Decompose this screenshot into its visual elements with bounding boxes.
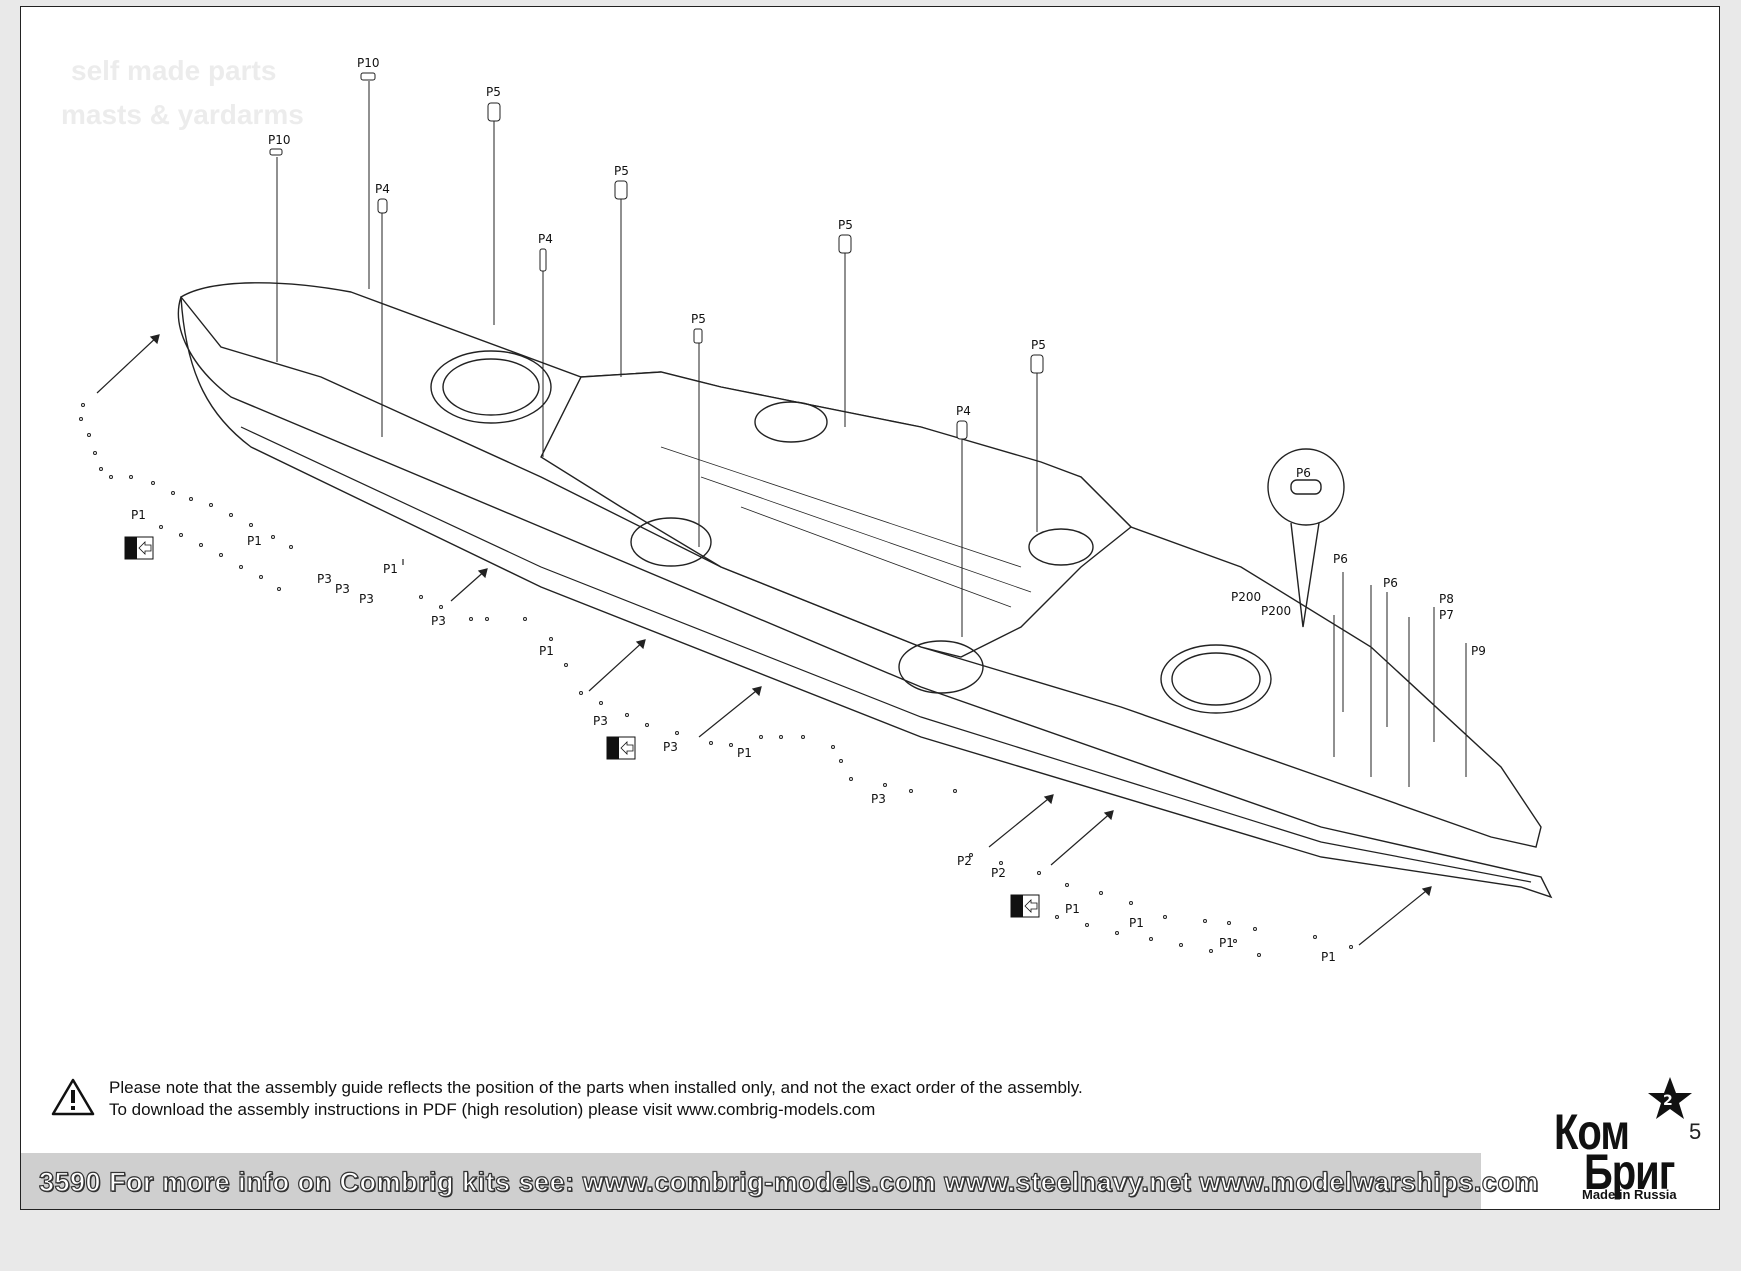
side-view-marker-icon (124, 536, 154, 560)
ghost-text-line1: self made parts (71, 55, 277, 86)
label-p1-f: P1 (1065, 902, 1080, 916)
label-p1-h: P1 (1219, 936, 1234, 950)
instruction-sheet: self made parts masts & yardarms (20, 6, 1720, 1210)
label-p6-b: P6 (1383, 576, 1398, 590)
label-p3-e: P3 (593, 714, 608, 728)
label-p1-d: P1 (539, 644, 554, 658)
label-p1-e: P1 (737, 746, 752, 760)
label-p5-b: P5 (614, 164, 629, 178)
footer-bar: 3590 For more info on Combrig kits see: … (21, 1153, 1539, 1209)
part-glyphs (269, 72, 1044, 440)
small-parts-dots (79, 403, 1353, 957)
logo-line-1: Ком (1554, 1105, 1630, 1161)
label-p4-a: P4 (375, 182, 390, 196)
label-p10-b: P10 (268, 133, 291, 147)
fore-barbette-inner (442, 358, 540, 416)
label-p5-e: P5 (1031, 338, 1046, 352)
ghost-text-line2: masts & yardarms (61, 99, 304, 130)
label-p1-i: P1 (1321, 950, 1336, 964)
label-p200-b: P200 (1261, 604, 1291, 618)
label-p3-d: P3 (431, 614, 446, 628)
p6-callout-balloon (1267, 448, 1345, 526)
svg-text:2: 2 (1663, 1093, 1673, 1109)
leader-lines (276, 81, 1467, 787)
placement-arrows (96, 334, 1432, 946)
aft-barbette-inner (1171, 652, 1261, 706)
label-p3-b: P3 (335, 582, 350, 596)
label-p9: P9 (1471, 644, 1486, 658)
label-p6-callout: P6 (1296, 466, 1311, 480)
wing-barbette-1 (898, 640, 984, 694)
label-p8: P8 (1439, 592, 1454, 606)
label-p5-c: P5 (691, 312, 706, 326)
star-icon: 2 (1648, 1077, 1692, 1119)
label-p4-c: P4 (956, 404, 971, 418)
waterline (240, 426, 1532, 883)
p6-callout-pointer (1290, 522, 1320, 628)
label-p3-c: P3 (359, 592, 374, 606)
label-p5-d: P5 (838, 218, 853, 232)
wing-barbette-3 (754, 401, 828, 443)
label-p3-g: P3 (871, 792, 886, 806)
label-p3-f: P3 (663, 740, 678, 754)
note-text: Please note that the assembly guide refl… (109, 1077, 1083, 1121)
label-p1-c: P1 (383, 562, 398, 576)
footer-text: 3590 For more info on Combrig kits see: … (38, 1166, 1539, 1197)
label-p1-g: P1 (1129, 916, 1144, 930)
hull-outline (177, 282, 1553, 899)
label-p4-b: P4 (538, 232, 553, 246)
label-p6-a: P6 (1333, 552, 1348, 566)
logo-made-in: Made in Russia (1582, 1187, 1677, 1202)
assembly-note: Please note that the assembly guide refl… (51, 1077, 1251, 1121)
fore-barbette (430, 350, 552, 424)
combrig-logo: 2 Ком Бриг Made in Russia (1526, 1075, 1706, 1205)
note-line-1: Please note that the assembly guide refl… (109, 1078, 1083, 1097)
side-view-marker-icon (1010, 894, 1040, 918)
p6-callout-part (1290, 479, 1322, 495)
aft-barbette (1160, 644, 1272, 714)
side-view-marker-icon (606, 736, 636, 760)
hull-side (177, 296, 1553, 899)
label-p1-b: P1 (247, 534, 262, 548)
part-labels: P10 P10 P4 P5 P4 P5 P5 P5 P4 P5 P6 P6 P6… (131, 56, 1486, 964)
side-view-markers (124, 536, 1040, 918)
label-p3-a: P3 (317, 572, 332, 586)
label-p200-a: P200 (1231, 590, 1261, 604)
label-p7: P7 (1439, 608, 1454, 622)
wing-barbette-4 (1028, 528, 1094, 566)
page-number: 5 (1689, 1119, 1702, 1144)
label-p2-b: P2 (991, 866, 1006, 880)
label-p2-a: P2 (957, 854, 972, 868)
deck-panel-lines (660, 446, 1032, 608)
wing-barbette-2 (630, 517, 712, 567)
superstructure (540, 371, 1133, 658)
ship-assembly-diagram: P10 P10 P4 P5 P4 P5 P5 P5 P4 P5 P6 P6 P6… (79, 56, 1553, 964)
logo-line-2: Бриг (1584, 1145, 1675, 1201)
label-p5-a: P5 (486, 85, 501, 99)
label-p10-a: P10 (357, 56, 380, 70)
label-p1-a: P1 (131, 508, 146, 522)
note-line-2: To download the assembly instructions in… (109, 1100, 876, 1119)
warning-icon (51, 1078, 95, 1116)
